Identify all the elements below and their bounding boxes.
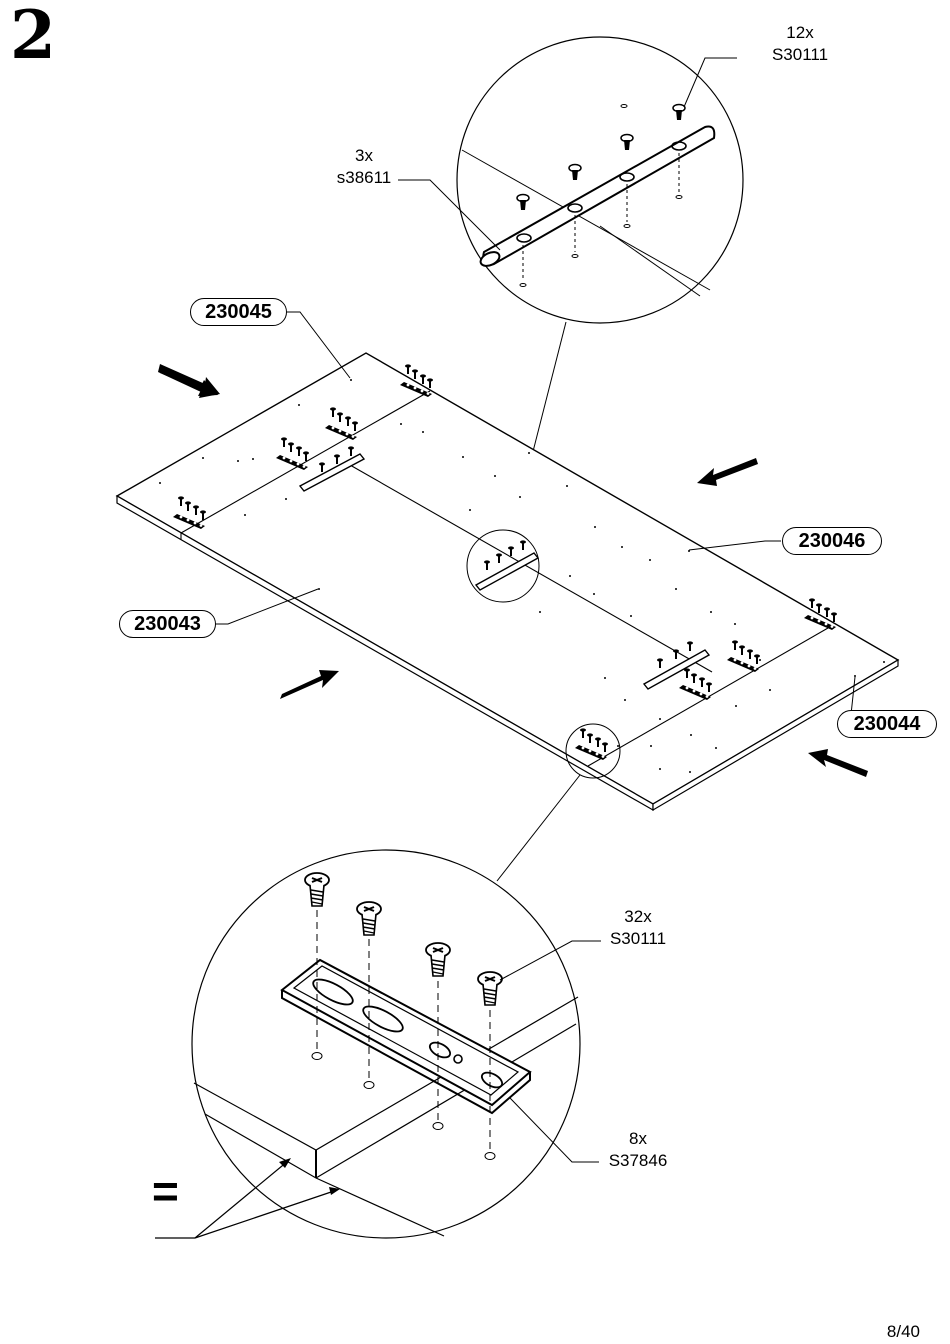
leader-230043 <box>215 588 319 625</box>
top-screw-code: S30111 <box>771 45 829 64</box>
equal-sign: = <box>152 1165 179 1217</box>
plate-magnify-circle <box>565 723 621 779</box>
plate-screw-qty: 32x <box>624 907 652 926</box>
part-label-230044: 230044 <box>837 710 937 738</box>
arrow-bottomleft <box>280 670 339 699</box>
part-label-230045: 230045 <box>190 298 287 326</box>
arrow-topleft <box>158 364 220 398</box>
tabletop-panel <box>115 352 900 812</box>
bottom-detail-circle <box>155 849 601 1239</box>
plate-qty: 8x <box>629 1129 647 1148</box>
part-label-230043: 230043 <box>119 610 216 638</box>
top-screw-callout: 12x S30111 <box>760 22 840 66</box>
step-number: 2 <box>10 0 56 74</box>
tube-qty: 3x <box>355 146 373 165</box>
arrow-bottomright <box>808 749 868 777</box>
connector-plate <box>280 958 532 1115</box>
plate-callout: 8x S37846 <box>598 1128 678 1172</box>
top-detail-circle <box>398 36 744 324</box>
top-screw-qty: 12x <box>786 23 814 42</box>
plate-screw-callout: 32x S30111 <box>598 906 678 950</box>
plate-screws <box>304 872 503 1160</box>
part-label-230046: 230046 <box>782 527 882 555</box>
flush-arrows <box>155 1158 340 1239</box>
leader-230046 <box>688 540 781 551</box>
arrow-topright <box>697 458 758 486</box>
tube-code: s38611 <box>336 168 392 187</box>
plate-code: S37846 <box>608 1151 668 1170</box>
page-number: 8/40 <box>886 1322 920 1341</box>
tube-magnify-circle <box>466 529 540 603</box>
plate-screw-code: S30111 <box>609 929 667 948</box>
leader-230045 <box>287 311 351 379</box>
tube-marks <box>298 453 711 690</box>
bottom-detail-leader <box>496 774 581 882</box>
tube-screws <box>516 103 686 287</box>
tube-callout: 3x s38611 <box>326 145 402 189</box>
connector-tube <box>479 125 716 267</box>
